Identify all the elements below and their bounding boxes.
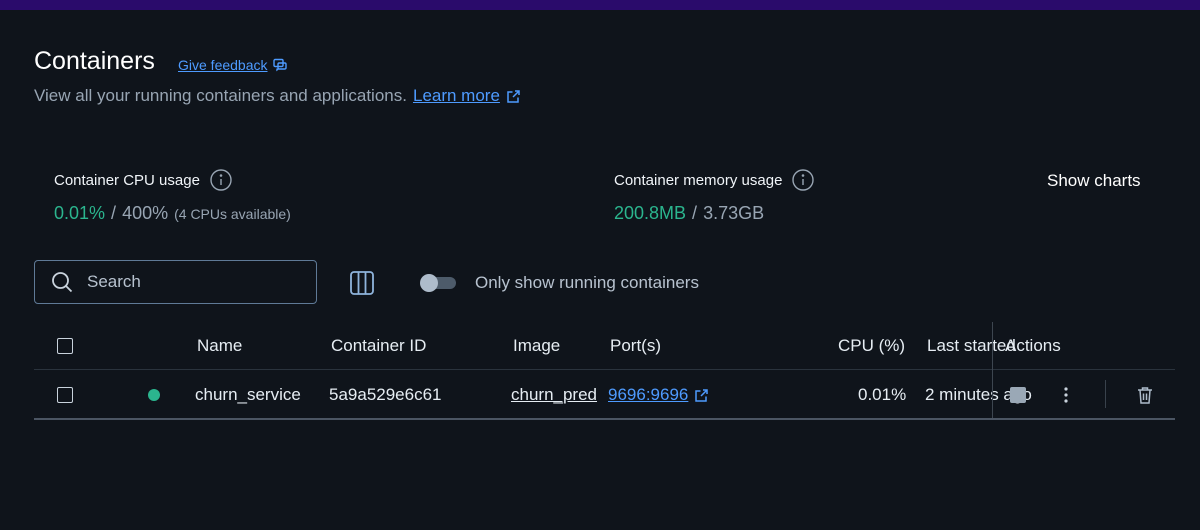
external-link-icon xyxy=(694,388,709,403)
running-only-label: Only show running containers xyxy=(475,273,699,292)
memory-total-value: 3.73GB xyxy=(703,203,765,223)
cpu-note: (4 CPUs available) xyxy=(174,206,291,222)
column-header-container-id[interactable]: Container ID xyxy=(331,336,427,355)
columns-icon[interactable] xyxy=(349,270,375,296)
column-header-ports[interactable]: Port(s) xyxy=(610,336,661,355)
more-vertical-icon[interactable] xyxy=(1058,385,1074,405)
status-running-indicator xyxy=(148,389,160,401)
memory-usage-value: 200.8MB / 3.73GB xyxy=(614,203,764,224)
info-icon[interactable] xyxy=(210,169,232,191)
cpu-separator: / xyxy=(111,203,117,223)
cpu-usage-label-text: Container CPU usage xyxy=(54,171,200,189)
row-divider xyxy=(34,418,1175,420)
container-port: 9696:9696 xyxy=(608,385,709,405)
row-checkbox[interactable] xyxy=(57,387,73,403)
search-icon xyxy=(51,271,73,293)
cpu-usage-value: 0.01% / 400% (4 CPUs available) xyxy=(54,203,291,224)
column-header-image[interactable]: Image xyxy=(513,336,561,355)
column-header-last-started[interactable]: Last started xyxy=(927,336,1016,355)
show-charts-button[interactable]: Show charts xyxy=(1047,171,1141,190)
column-header-cpu[interactable]: CPU (%) xyxy=(838,336,906,355)
toggle-knob xyxy=(420,274,438,292)
page-subtitle: View all your running containers and app… xyxy=(34,86,521,106)
actions-column-divider xyxy=(992,322,993,418)
running-only-toggle[interactable] xyxy=(420,274,457,292)
container-cpu: 0.01% xyxy=(858,385,907,404)
info-icon[interactable] xyxy=(792,169,815,191)
container-image-link[interactable]: churn_pred xyxy=(511,385,598,404)
column-header-name[interactable]: Name xyxy=(197,336,243,355)
memory-separator: / xyxy=(692,203,698,223)
memory-used-value: 200.8MB xyxy=(614,203,687,223)
trash-icon[interactable] xyxy=(1136,385,1154,405)
container-name[interactable]: churn_service xyxy=(195,385,301,404)
search-input[interactable]: Search xyxy=(34,260,317,304)
column-header-actions: Actions xyxy=(1005,336,1061,355)
memory-usage-label: Container memory usage xyxy=(614,169,815,191)
page-title: Containers xyxy=(34,47,155,75)
actions-separator xyxy=(1105,380,1106,408)
port-link[interactable]: 9696:9696 xyxy=(608,385,689,404)
container-id: 5a9a529e6c61 xyxy=(329,385,442,404)
search-placeholder: Search xyxy=(87,272,141,291)
cpu-used-value: 0.01% xyxy=(54,203,106,223)
container-last-started: 2 minutes ago xyxy=(925,385,1032,404)
select-all-checkbox[interactable] xyxy=(57,338,73,354)
memory-usage-label-text: Container memory usage xyxy=(614,171,783,189)
give-feedback-label: Give feedback xyxy=(178,57,268,73)
cpu-usage-label: Container CPU usage xyxy=(54,169,232,191)
header-divider xyxy=(34,369,1175,370)
stop-icon[interactable] xyxy=(1010,387,1026,403)
feedback-icon xyxy=(272,58,287,72)
cpu-total-value: 400% xyxy=(122,203,169,223)
subtitle-text: View all your running containers and app… xyxy=(34,86,407,105)
top-accent-bar xyxy=(0,0,1200,10)
learn-more-link[interactable]: Learn more xyxy=(412,86,500,105)
give-feedback-link[interactable]: Give feedback xyxy=(178,57,287,73)
external-link-icon xyxy=(506,89,521,104)
